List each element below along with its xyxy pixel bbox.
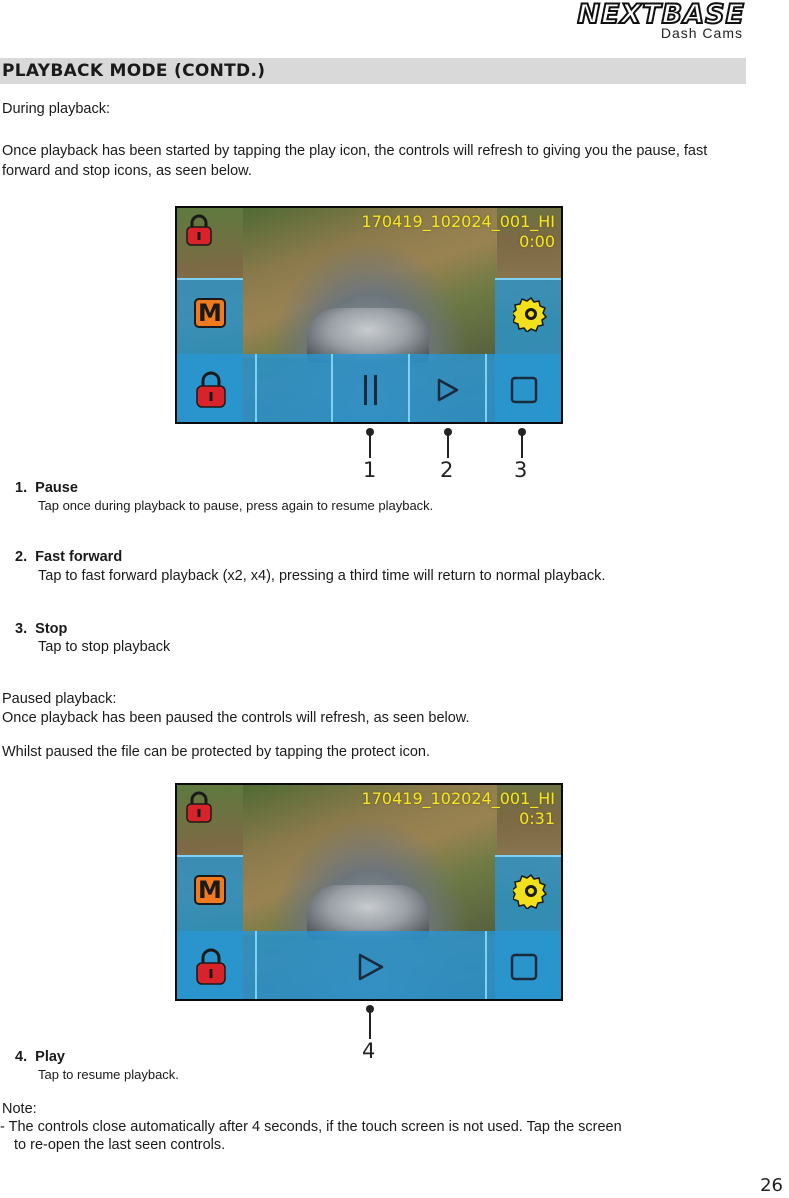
callout-line [521,432,523,458]
bottom-control-bar [177,931,561,999]
note-line1: - The controls close automatically after… [0,1119,622,1135]
note-line2: to re-open the last seen controls. [14,1137,226,1153]
play-icon[interactable] [410,358,485,422]
logo-brand: NEXTBASE [576,0,745,30]
button-divider [485,354,487,422]
mode-button[interactable]: M [191,871,229,909]
item-stop-desc: Tap to stop playback [38,639,171,655]
protect-lock-icon[interactable] [191,368,231,410]
file-info: 170419_102024_001_HI 0:31 [362,789,555,829]
paused-line2: Whilst paused the file can be protected … [2,744,431,760]
item-pause-desc: Tap once during playback to pause, press… [38,498,434,513]
item-title: Fast forward [35,549,123,565]
pause-icon[interactable] [333,358,408,422]
during-playback-heading: During playback: [2,101,110,117]
item-number: 4. [15,1049,28,1065]
logo-tagline: Dash Cams [660,25,743,41]
note-heading: Note: [2,1101,37,1117]
car-image [307,308,429,363]
page-number: 26 [760,1175,783,1196]
file-info: 170419_102024_001_HI 0:00 [362,212,555,252]
section-header-bar: PLAYBACK MODE (CONTD.) [0,58,746,84]
mode-button[interactable]: M [191,294,229,332]
panel-divider [177,855,243,857]
stop-icon[interactable] [487,935,561,999]
playback-screen-2: 170419_102024_001_HI 0:31 M [175,783,563,1001]
item-stop-heading: 3. Stop [15,620,67,638]
item-play-heading: 4. Play [15,1048,65,1066]
item-number: 3. [15,621,28,637]
button-divider [408,354,410,422]
section-title: PLAYBACK MODE (CONTD.) [2,61,266,81]
play-icon[interactable] [333,935,408,999]
callout-line [369,1009,371,1039]
file-name: 170419_102024_001_HI [361,789,555,808]
gear-icon[interactable] [511,871,551,911]
item-title: Pause [35,480,78,496]
lock-icon[interactable] [181,212,217,248]
panel-divider [495,855,561,857]
callout-number-2: 2 [440,458,454,482]
lock-icon[interactable] [181,789,217,825]
button-divider [331,354,333,422]
gear-icon[interactable] [511,294,551,334]
button-divider [485,931,487,999]
panel-divider [177,278,243,280]
nextbase-logo: NEXTBASE Dash Cams [576,0,745,41]
panel-divider [495,278,561,280]
callout-number-4: 4 [362,1039,376,1063]
item-title: Stop [35,621,68,637]
playback-time: 0:31 [519,809,555,828]
during-playback-body: Once playback has been started by tappin… [2,143,708,179]
item-fast-forward-heading: 2. Fast forward [15,548,122,566]
item-title: Play [35,1049,65,1065]
playback-time: 0:00 [519,232,555,251]
item-pause-heading: 1. Pause [15,479,78,497]
item-number: 1. [15,480,28,496]
car-image [307,885,429,940]
m-badge-icon: M [194,298,226,328]
item-play-desc: Tap to resume playback. [38,1067,179,1082]
protect-lock-icon[interactable] [191,945,231,987]
item-fast-forward-desc: Tap to fast forward playback (x2, x4), p… [38,568,606,584]
paused-line1: Once playback has been paused the contro… [2,710,470,726]
callout-line [369,432,371,458]
button-divider [255,354,257,422]
paused-heading: Paused playback: [2,691,117,707]
stop-icon[interactable] [487,358,561,422]
m-badge-icon: M [194,875,226,905]
file-name: 170419_102024_001_HI [361,212,555,231]
item-number: 2. [15,549,28,565]
button-divider [255,931,257,999]
callout-number-3: 3 [514,458,528,482]
playback-screen-1: 170419_102024_001_HI 0:00 M [175,206,563,424]
bottom-control-bar [177,354,561,422]
callout-line [447,432,449,458]
callout-number-1: 1 [363,458,377,482]
